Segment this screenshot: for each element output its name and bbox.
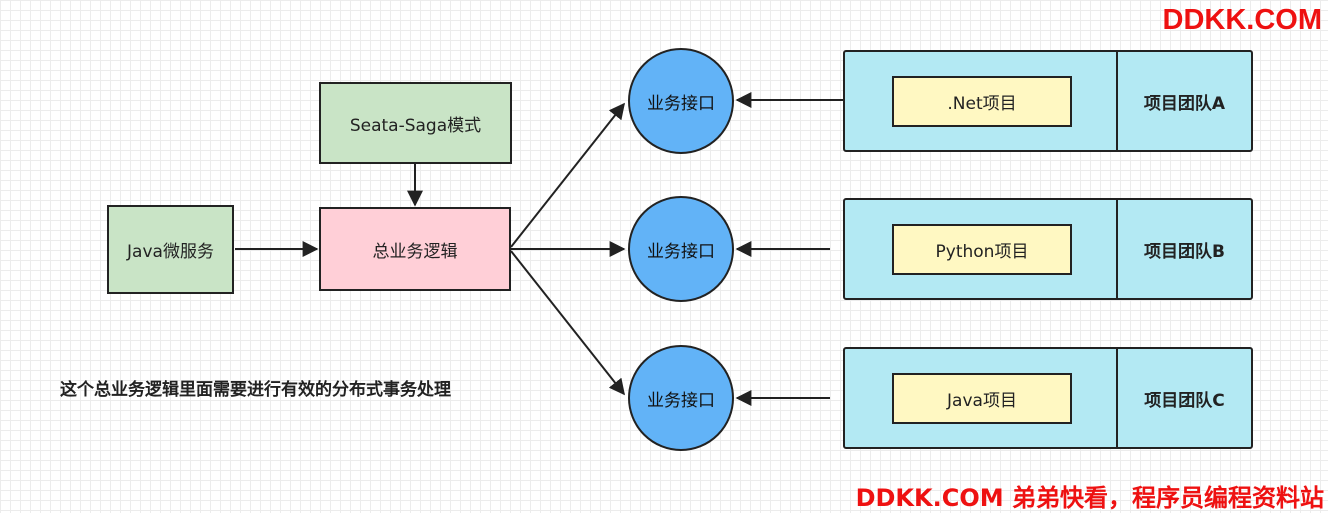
business-interface-node-1: 业务接口 bbox=[628, 48, 734, 154]
java-microservice-node: Java微服务 bbox=[107, 205, 234, 294]
edge-logic-to-interface-1 bbox=[510, 102, 625, 248]
team-divider bbox=[1116, 52, 1118, 150]
business-interface-label: 业务接口 bbox=[647, 93, 715, 114]
team-name-label: 项目团队B bbox=[1144, 241, 1225, 262]
team-name: 项目团队B bbox=[1118, 200, 1251, 298]
team-name-label: 项目团队A bbox=[1143, 93, 1226, 114]
project-label: .Net项目 bbox=[947, 94, 1017, 114]
watermark-top: DDKK.COM bbox=[1162, 4, 1323, 36]
business-logic-node: 总业务逻辑 bbox=[319, 207, 511, 291]
project-box: .Net项目 bbox=[892, 76, 1072, 127]
team-divider bbox=[1116, 200, 1118, 298]
team-divider bbox=[1116, 349, 1118, 447]
business-logic-label: 总业务逻辑 bbox=[372, 241, 458, 262]
project-box: Java项目 bbox=[892, 373, 1072, 424]
team-name: 项目团队A bbox=[1118, 52, 1251, 150]
project-label: Python项目 bbox=[935, 242, 1029, 262]
project-label: Java项目 bbox=[947, 391, 1017, 411]
business-interface-node-2: 业务接口 bbox=[628, 196, 734, 302]
seata-saga-label: Seata-Saga模式 bbox=[349, 115, 482, 136]
java-microservice-label: Java微服务 bbox=[127, 242, 214, 262]
business-interface-label: 业务接口 bbox=[647, 390, 715, 411]
team-container-b: Python项目 项目团队B bbox=[843, 198, 1253, 300]
team-name-label: 项目团队C bbox=[1144, 390, 1225, 411]
team-name: 项目团队C bbox=[1118, 349, 1251, 447]
project-box: Python项目 bbox=[892, 224, 1072, 275]
team-container-c: Java项目 项目团队C bbox=[843, 347, 1253, 449]
business-interface-label: 业务接口 bbox=[647, 241, 715, 262]
seata-saga-node: Seata-Saga模式 bbox=[319, 82, 512, 164]
watermark-bottom: DDKK.COM 弟弟快看，程序员编程资料站 bbox=[855, 484, 1324, 512]
business-interface-node-3: 业务接口 bbox=[628, 345, 734, 451]
edge-logic-to-interface-3 bbox=[510, 250, 625, 396]
team-container-a: .Net项目 项目团队A bbox=[843, 50, 1253, 152]
distributed-transaction-note: 这个总业务逻辑里面需要进行有效的分布式事务处理 bbox=[60, 380, 451, 400]
